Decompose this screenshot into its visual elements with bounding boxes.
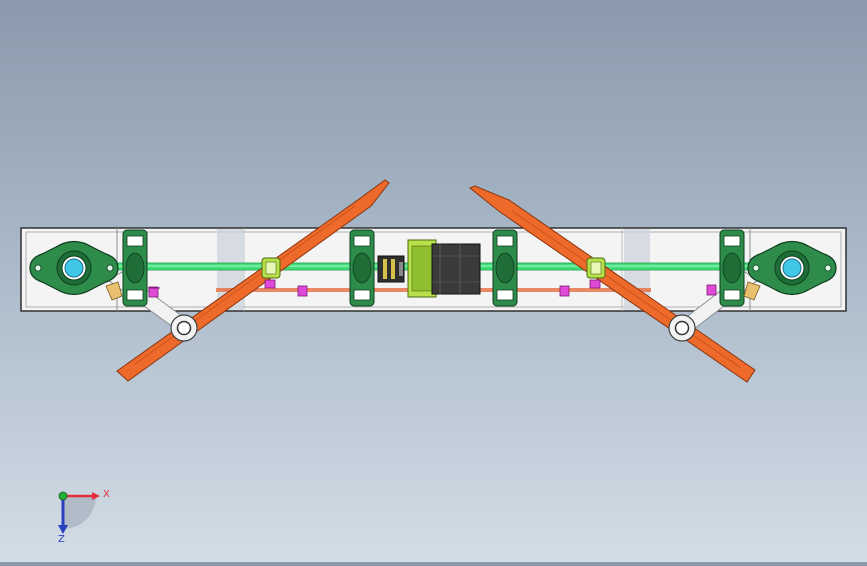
right-pivot-joint[interactable] bbox=[668, 314, 696, 342]
drive-motor[interactable] bbox=[407, 239, 481, 298]
origin-marker bbox=[58, 491, 68, 501]
right-grease-fitting bbox=[743, 281, 761, 301]
shaft-coupling[interactable] bbox=[377, 255, 405, 283]
shaft-collar-right[interactable] bbox=[586, 257, 606, 279]
pillow-block-bearing-2[interactable] bbox=[349, 229, 375, 307]
left-flange-bearing[interactable] bbox=[29, 240, 119, 296]
pink-fitting-3 bbox=[297, 285, 308, 297]
left-grease-fitting bbox=[105, 281, 123, 301]
pink-fitting-4 bbox=[559, 285, 570, 297]
left-pivot-joint[interactable] bbox=[170, 314, 198, 342]
shaft-collar-left[interactable] bbox=[261, 257, 281, 279]
pillow-block-bearing-3[interactable] bbox=[492, 229, 518, 307]
coordinate-triad: X Z bbox=[58, 489, 110, 545]
pink-fitting-6 bbox=[706, 284, 717, 296]
x-axis-label: X bbox=[103, 489, 110, 500]
pink-fitting-2 bbox=[264, 279, 276, 289]
pillow-block-bearing-4[interactable] bbox=[719, 229, 745, 307]
pillow-block-bearing-1[interactable] bbox=[122, 229, 148, 307]
pink-fitting-1 bbox=[148, 286, 160, 298]
pink-fitting-5 bbox=[589, 279, 601, 289]
right-flange-bearing[interactable] bbox=[747, 240, 837, 296]
z-axis-label: Z bbox=[58, 534, 65, 545]
